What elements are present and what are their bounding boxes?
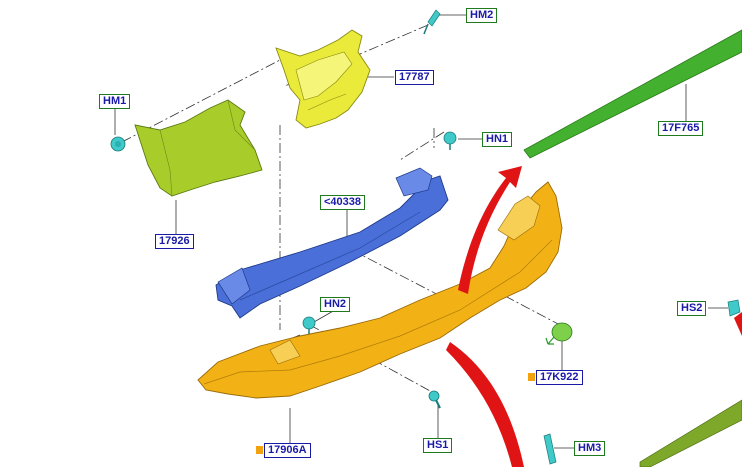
clip-17k922	[551, 322, 573, 342]
fastener-hs2-icon	[727, 299, 741, 317]
callout-hn1[interactable]: HN1	[482, 132, 513, 147]
reinforcement-beam-40338	[215, 167, 449, 319]
callout-hm1[interactable]: HM1	[99, 94, 131, 109]
fastener-hn1-icon	[443, 131, 457, 150]
fastener-hm2-icon	[423, 9, 441, 35]
callout-17787[interactable]: 17787	[395, 70, 434, 85]
fastener-hm3-icon	[543, 433, 557, 465]
lower-trim-strip	[639, 399, 742, 467]
marker-17k922	[528, 373, 535, 381]
arrow-edge-icon	[734, 312, 742, 336]
fastener-hn2-icon	[302, 316, 316, 334]
callout-hm3[interactable]: HM3	[574, 441, 606, 456]
marker-17906a	[256, 446, 263, 454]
arrow-up-icon	[458, 166, 522, 294]
fastener-hm1-icon	[110, 136, 126, 152]
callout-17906a[interactable]: 17906A	[264, 443, 311, 458]
callout-40338[interactable]: <40338	[320, 195, 366, 210]
trim-strip-17f765	[523, 29, 742, 159]
callout-17f765[interactable]: 17F765	[658, 121, 704, 136]
bumper-cover-17906a	[197, 181, 563, 399]
callout-hs2[interactable]: HS2	[677, 301, 707, 316]
callout-hm2[interactable]: HM2	[466, 8, 498, 23]
arrow-down-icon	[446, 342, 524, 467]
callout-hn2[interactable]: HN2	[320, 297, 351, 312]
callout-17k922[interactable]: 17K922	[536, 370, 583, 385]
bracket-17787	[275, 29, 371, 129]
fastener-hs1-icon	[428, 390, 441, 409]
callout-hs1[interactable]: HS1	[423, 438, 453, 453]
callout-17926[interactable]: 17926	[155, 234, 194, 249]
lower-panel-17926	[134, 99, 263, 197]
